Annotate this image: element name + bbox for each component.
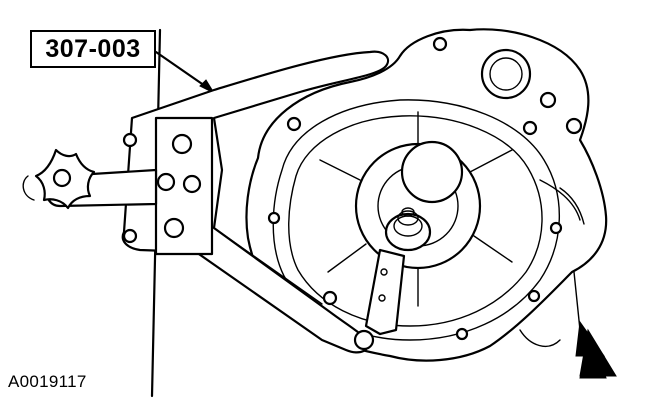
special-tool-307-003 [22,50,390,354]
tool-number-callout: 307-003 [30,30,156,68]
figure-id: A0019117 [8,372,87,391]
tool-number-label: 307-003 [45,34,141,63]
output-seal [480,48,532,100]
input-shaft [384,207,432,252]
transaxle-housing [245,28,608,362]
callout-leader-arrow [154,50,216,95]
release-fork [364,248,406,336]
direction-arrow [573,271,617,379]
